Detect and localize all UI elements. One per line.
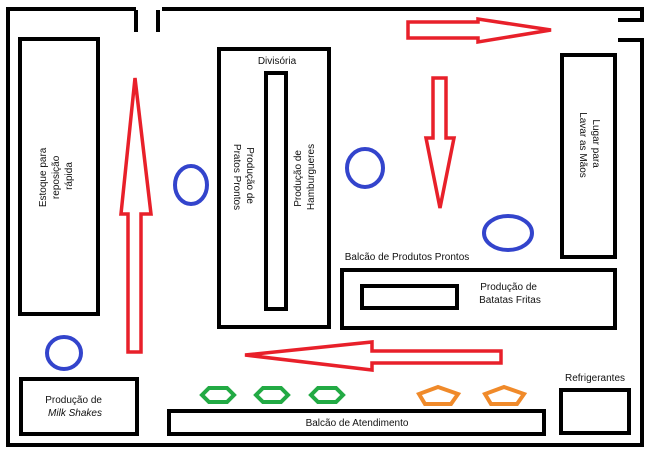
person-marker-3 (482, 214, 534, 252)
partition-wall (264, 71, 288, 311)
arrow-left (244, 340, 503, 372)
partition-label: Divisória (258, 56, 297, 67)
stock-label-2: reposição (51, 155, 62, 199)
green-marker-1 (199, 386, 237, 404)
person-marker-4 (45, 335, 83, 371)
svg-text:Produção de Batatas Fritas: Produção de Batatas Fritas (479, 282, 541, 306)
svg-text:Estoque para reposição: Estoque para reposição rápida (38, 145, 75, 207)
right-door-gap (636, 20, 646, 40)
top-door-gap (136, 5, 162, 13)
wash-label-1: Lugar para (590, 119, 601, 168)
fries-label-1: Produção de (480, 282, 537, 293)
burgers-label-1: Produção de (293, 150, 304, 207)
service-counter (167, 409, 546, 436)
person-marker-2 (345, 147, 385, 189)
wash-label-2: Lavar as Mãos (577, 112, 588, 178)
ready-counter-label: Balcão de Produtos Prontos (345, 252, 470, 263)
stock-area (18, 37, 100, 316)
green-marker-3 (308, 386, 346, 404)
green-marker-2 (253, 386, 291, 404)
svg-text:Produção de Milk Shakes: Produção de Milk Shakes (45, 395, 105, 419)
milkshake-label-1: Produção de (45, 395, 102, 406)
fridges (559, 388, 631, 435)
stock-label-1: Estoque para (38, 147, 49, 207)
fridges-label: Refrigerantes (565, 373, 625, 384)
arrow-up (119, 77, 153, 354)
ready-products-counter (340, 268, 617, 330)
svg-text:Produção de Hamburgueres: Produção de Hamburgueres (293, 144, 317, 210)
svg-text:Lugar para Lavar as Mãos: Lugar para Lavar as Mãos (577, 112, 601, 178)
fries-label-2: Batatas Fritas (479, 295, 541, 306)
arrow-down (423, 76, 457, 209)
milkshake-label-2: Milk Shakes (48, 408, 102, 419)
orange-marker-1 (416, 384, 462, 406)
arrow-right (406, 16, 552, 45)
milkshake-station (19, 377, 139, 436)
hand-wash-area (560, 53, 617, 259)
svg-text:Produção de Pratos Prontos: Produção de Pratos Prontos (231, 144, 255, 210)
person-marker-1 (173, 164, 209, 206)
fries-fryer (360, 284, 459, 310)
dishes-label-2: Pratos Prontos (231, 144, 242, 210)
dishes-label-1: Produção de (244, 147, 255, 204)
central-production-block (217, 47, 331, 329)
outer-wall (6, 7, 644, 447)
service-counter-label: Balcão de Atendimento (306, 418, 409, 429)
stock-label-3: rápida (64, 162, 75, 190)
burgers-label-2: Hamburgueres (306, 144, 317, 210)
orange-marker-2 (482, 384, 528, 406)
